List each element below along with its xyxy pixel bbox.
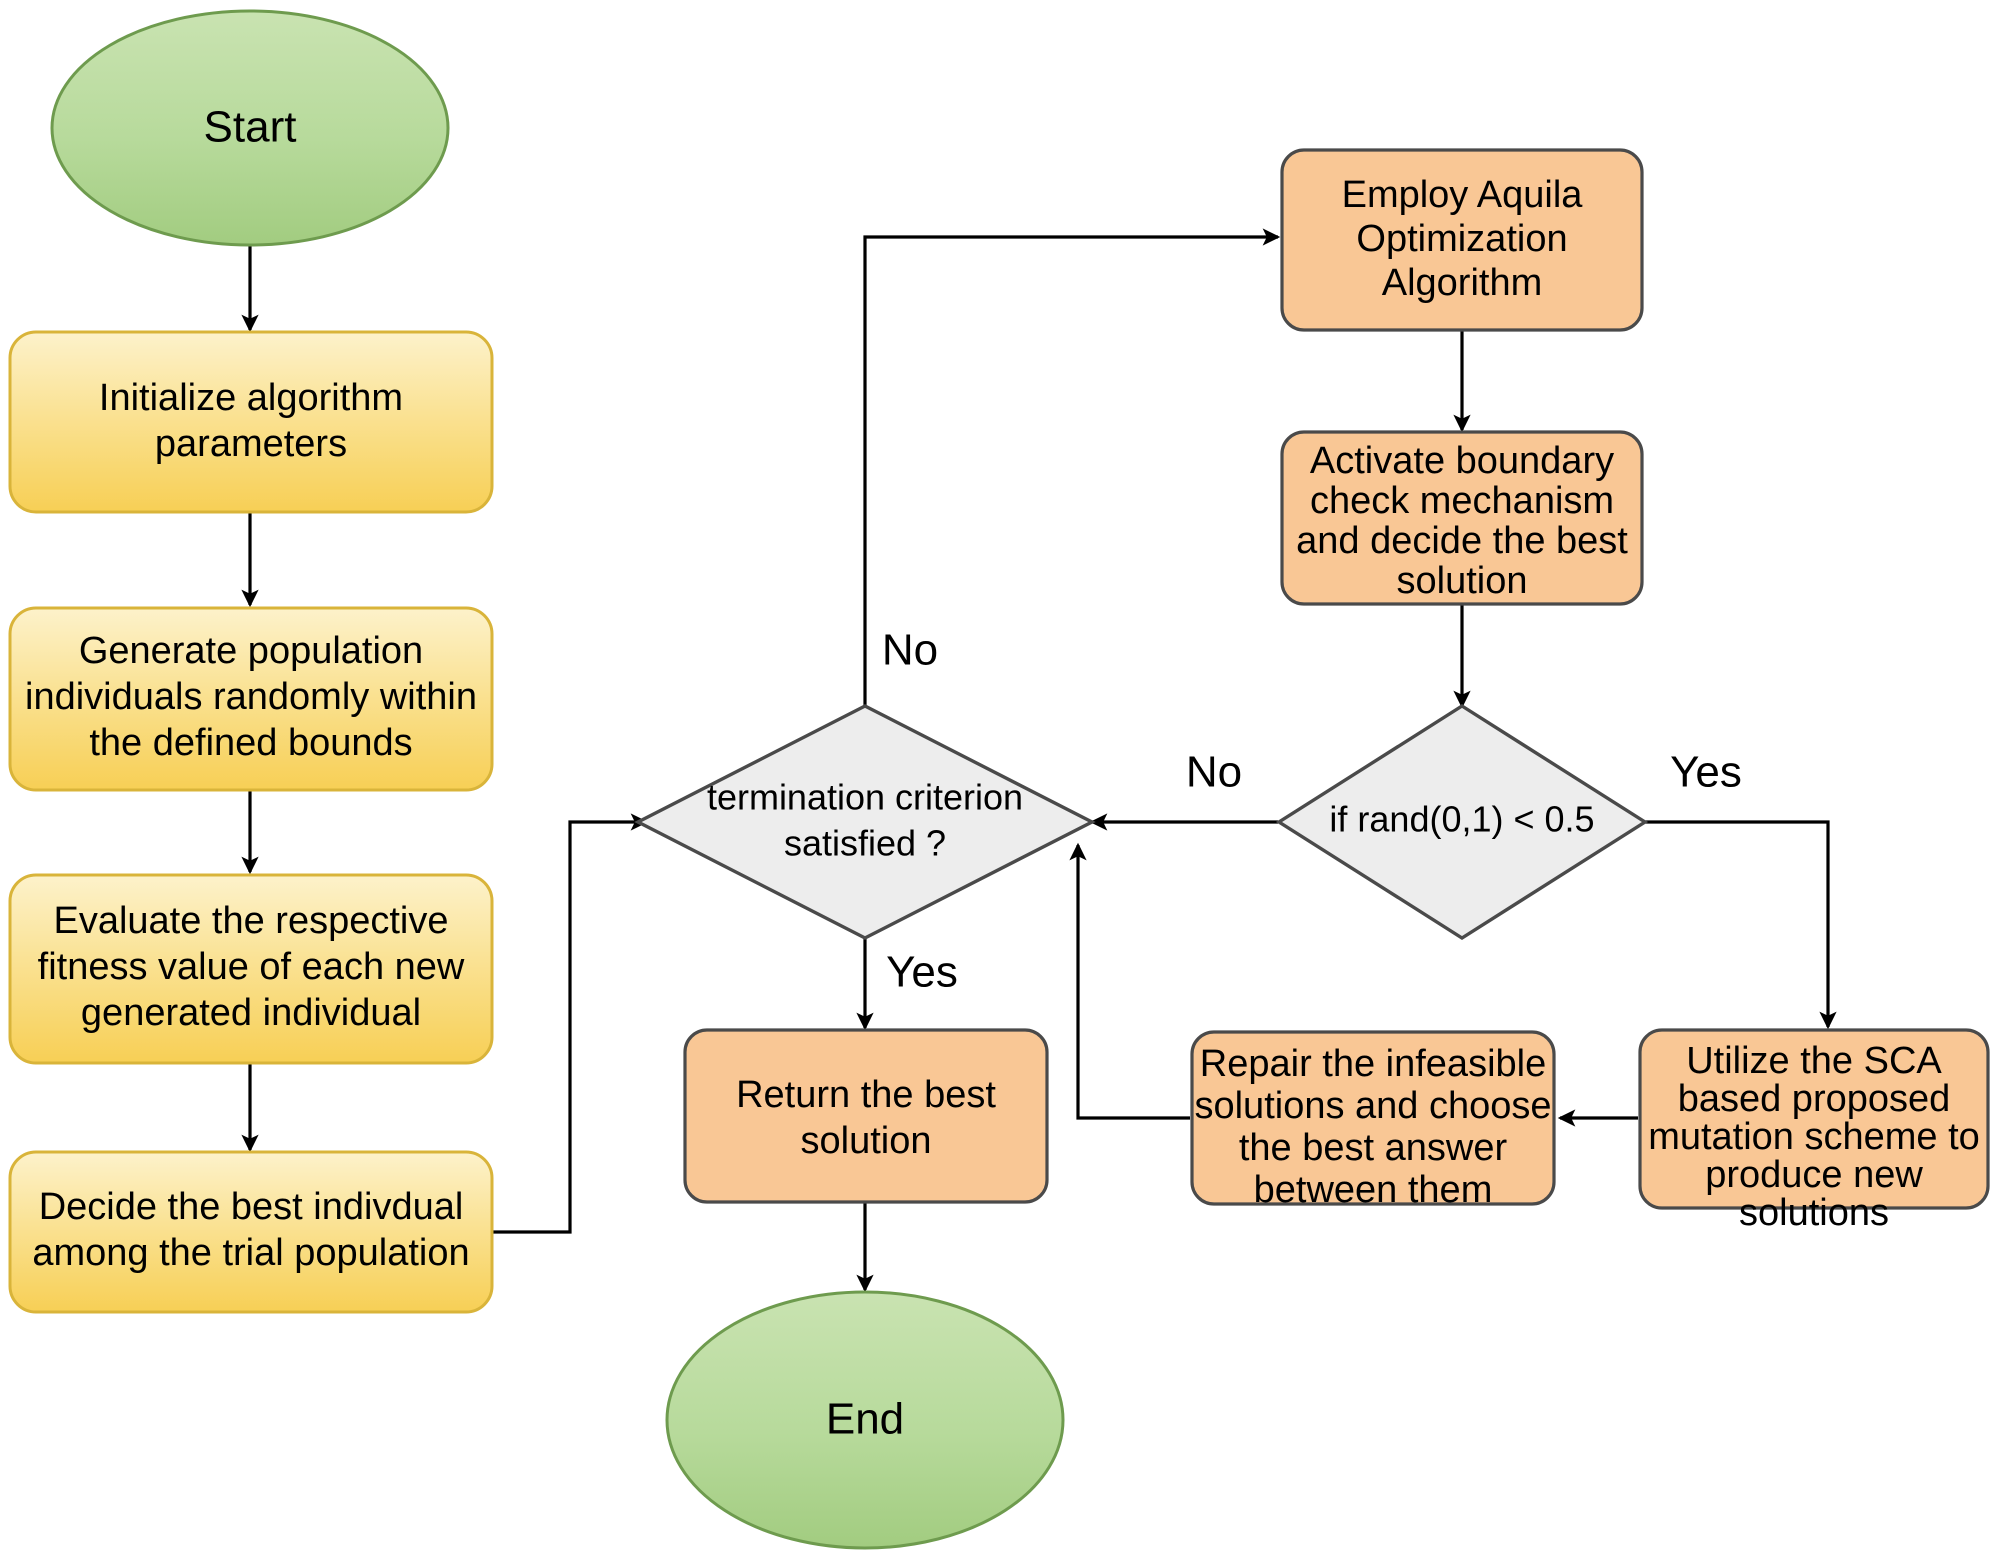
initialize-box-shape (8, 330, 494, 514)
termination-label-line1: termination criterion (707, 777, 1023, 818)
repair-label-line4: between them (1254, 1169, 1493, 1211)
edge-decide-to-termination (492, 813, 649, 1234)
node-generate-population[interactable]: Generate population individuals randomly… (8, 606, 494, 792)
node-employ-aquila[interactable]: Employ Aquila Optimization Algorithm (1280, 148, 1644, 332)
start-label: Start (204, 103, 297, 152)
edge-label-rand-yes: Yes (1670, 748, 1742, 797)
return-label-line2: solution (801, 1120, 932, 1162)
generate-box-shape (8, 606, 494, 792)
boundary-label-line3: and decide the best (1296, 520, 1628, 562)
decide-label-line1: Decide the best indivdual (39, 1186, 464, 1228)
repair-label-line1: Repair the infeasible (1200, 1043, 1546, 1085)
repair-label-line2: solutions and choose (1194, 1085, 1551, 1127)
node-activate-boundary-check[interactable]: Activate boundary check mechanism and de… (1280, 430, 1644, 606)
sca-label-line5: solutions (1739, 1192, 1889, 1234)
node-evaluate-fitness[interactable]: Evaluate the respective fitness value of… (8, 873, 494, 1065)
termination-label-line2: satisfied ? (784, 823, 946, 864)
end-label: End (826, 1395, 904, 1444)
edge-label-termination-no: No (882, 626, 938, 675)
rand-label: if rand(0,1) < 0.5 (1329, 799, 1594, 840)
end-ellipse-shape (665, 1290, 1065, 1550)
generate-label-line3: the defined bounds (89, 722, 412, 764)
edge-repair-to-termination (1069, 842, 1190, 1120)
start-ellipse-shape (50, 9, 450, 247)
rand-diamond-shape (1275, 703, 1649, 941)
node-sca-mutation[interactable]: Utilize the SCA based proposed mutation … (1638, 1028, 1990, 1234)
node-initialize-parameters[interactable]: Initialize algorithm parameters (8, 330, 494, 514)
decide-box-shape (8, 1150, 494, 1314)
evaluate-label-line2: fitness value of each new (38, 946, 465, 988)
node-end[interactable]: End (665, 1290, 1065, 1550)
node-rand-check[interactable]: if rand(0,1) < 0.5 (1275, 703, 1649, 941)
generate-label-line1: Generate population (79, 630, 423, 672)
boundary-label-line1: Activate boundary (1310, 440, 1614, 482)
generate-label-line2: individuals randomly within (25, 676, 477, 718)
evaluate-box-shape (8, 873, 494, 1065)
aquila-label-line2: Optimization (1356, 218, 1567, 260)
sca-label-line2: based proposed (1678, 1078, 1951, 1120)
aquila-label-line1: Employ Aquila (1342, 174, 1584, 216)
node-termination-criterion[interactable]: termination criterion satisfied ? (634, 704, 1096, 940)
return-box-shape (683, 1028, 1049, 1204)
repair-box-shape (1190, 1030, 1556, 1206)
boundary-label-line2: check mechanism (1310, 480, 1614, 522)
node-decide-best-individual[interactable]: Decide the best indivdual among the tria… (8, 1150, 494, 1314)
sca-box-shape (1638, 1028, 1990, 1210)
edge-label-termination-yes: Yes (886, 948, 958, 997)
node-return-best-solution[interactable]: Return the best solution (683, 1028, 1049, 1204)
edge-rand-yes-to-sca (1645, 820, 1837, 1030)
node-repair-infeasible[interactable]: Repair the infeasible solutions and choo… (1190, 1030, 1556, 1211)
edge-label-rand-no: No (1186, 748, 1242, 797)
aquila-label-line3: Algorithm (1382, 262, 1543, 304)
decide-label-line2: among the trial population (32, 1232, 469, 1274)
return-label-line1: Return the best (736, 1074, 996, 1116)
sca-label-line1: Utilize the SCA (1686, 1040, 1942, 1082)
aquila-box-shape (1280, 148, 1644, 332)
evaluate-label-line1: Evaluate the respective (53, 900, 448, 942)
sca-label-line4: produce new (1705, 1154, 1923, 1196)
edge-labels-layer: No Yes No Yes (882, 626, 1742, 997)
node-start[interactable]: Start (50, 9, 450, 247)
edge-termination-no-to-aquila (863, 228, 1281, 706)
termination-diamond-shape (634, 704, 1096, 940)
boundary-label-line4: solution (1397, 560, 1528, 602)
repair-label-line3: the best answer (1239, 1127, 1508, 1169)
initialize-label-line2: parameters (155, 423, 347, 465)
boundary-box-shape (1280, 430, 1644, 606)
evaluate-label-line3: generated individual (81, 992, 421, 1034)
sca-label-line3: mutation scheme to (1648, 1116, 1980, 1158)
initialize-label-line1: Initialize algorithm (99, 377, 403, 419)
edges-layer (241, 228, 1837, 1293)
